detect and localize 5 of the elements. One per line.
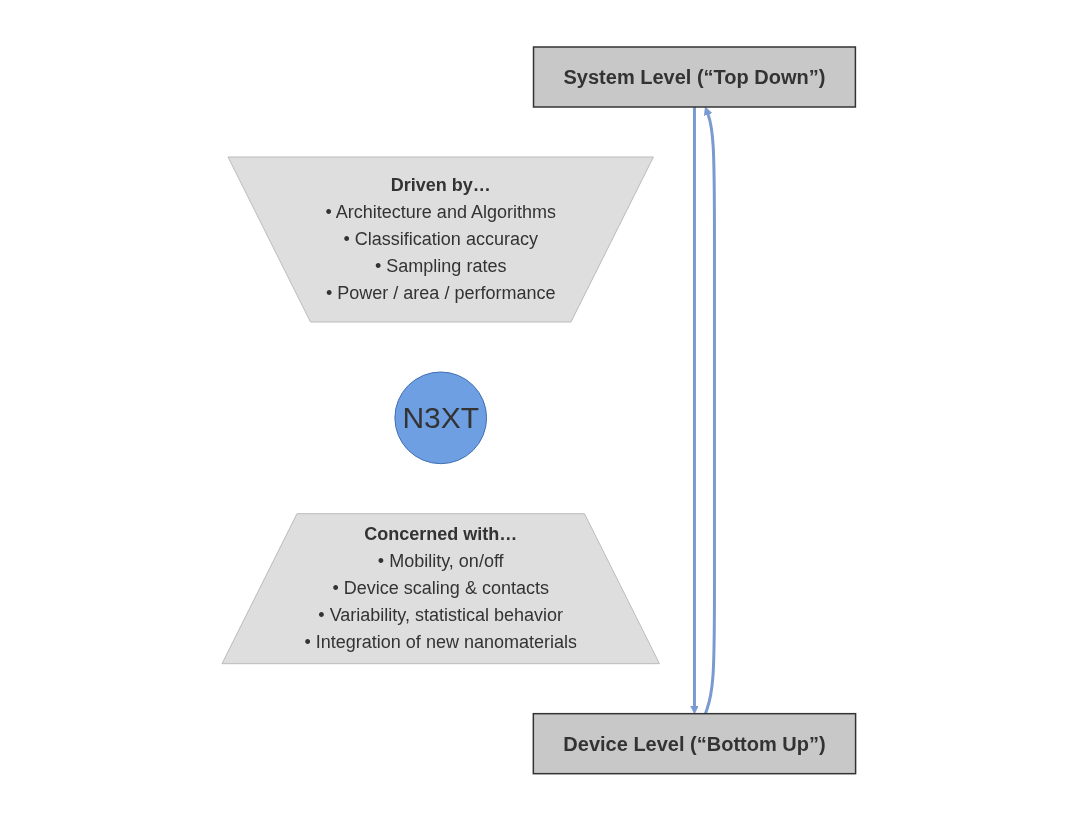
node-circle: N3XT: [394, 371, 488, 464]
node-box: Device Level (“Bottom Up”): [532, 712, 857, 775]
node-box: System Level (“Top Down”): [532, 45, 857, 108]
arrow: [704, 106, 717, 714]
arrow: [690, 106, 700, 714]
